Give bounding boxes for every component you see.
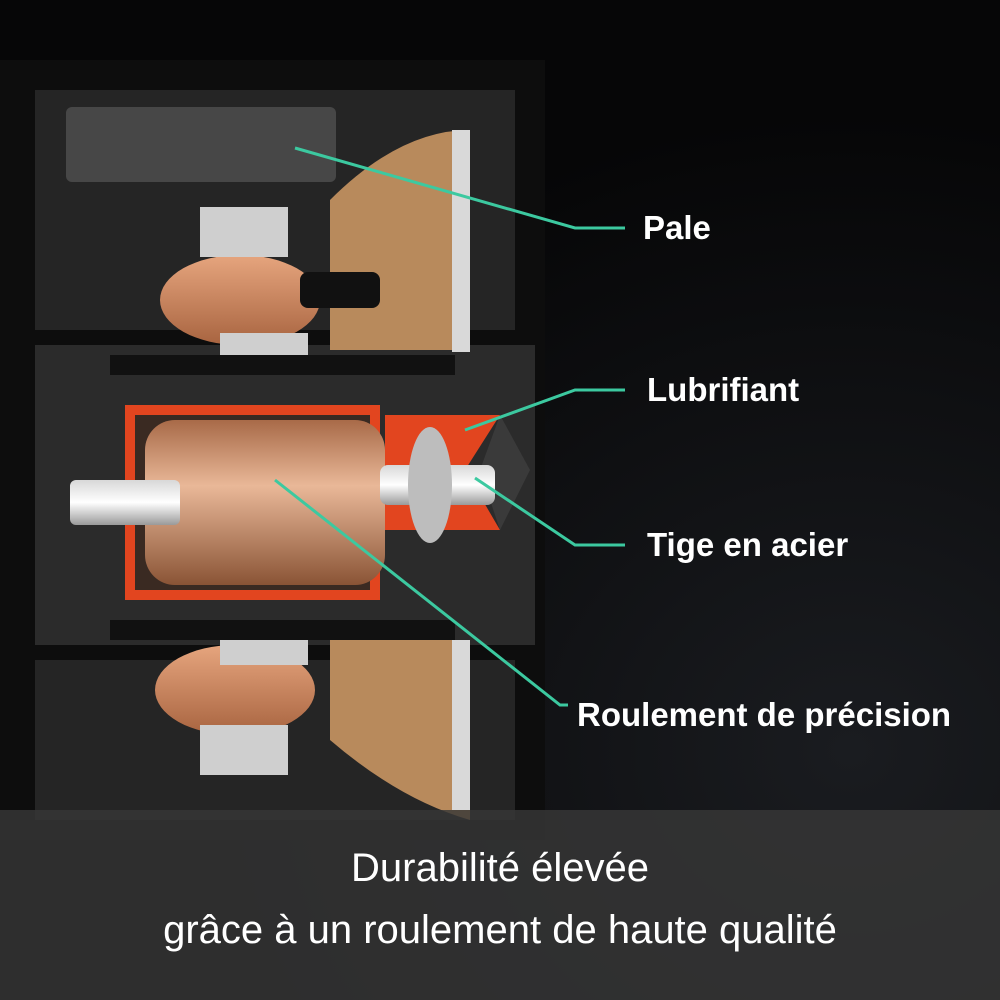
caption-line-2: grâce à un roulement de haute qualité: [163, 908, 837, 952]
leader-pale: [294, 146, 625, 230]
coil-top: [160, 255, 320, 345]
leader-tige: [474, 476, 625, 547]
shaft: [70, 480, 180, 525]
label-tige: Tige en acier: [647, 526, 849, 563]
leader-roulement: [274, 478, 568, 707]
coil-bottom: [155, 645, 315, 735]
rotor: [145, 420, 385, 585]
label-roulement: Roulement de précision: [577, 696, 952, 733]
label-lubrifiant: Lubrifiant: [647, 371, 800, 408]
pale-block: [66, 107, 336, 182]
caption-band: Durabilité élevée grâce à un roulement d…: [0, 810, 1000, 1000]
bearing-washer: [408, 427, 452, 543]
leader-lines: [274, 146, 625, 707]
caption-line-1: Durabilité élevée: [351, 846, 649, 890]
label-pale: Pale: [643, 209, 711, 246]
leader-lubrifiant: [464, 388, 625, 432]
